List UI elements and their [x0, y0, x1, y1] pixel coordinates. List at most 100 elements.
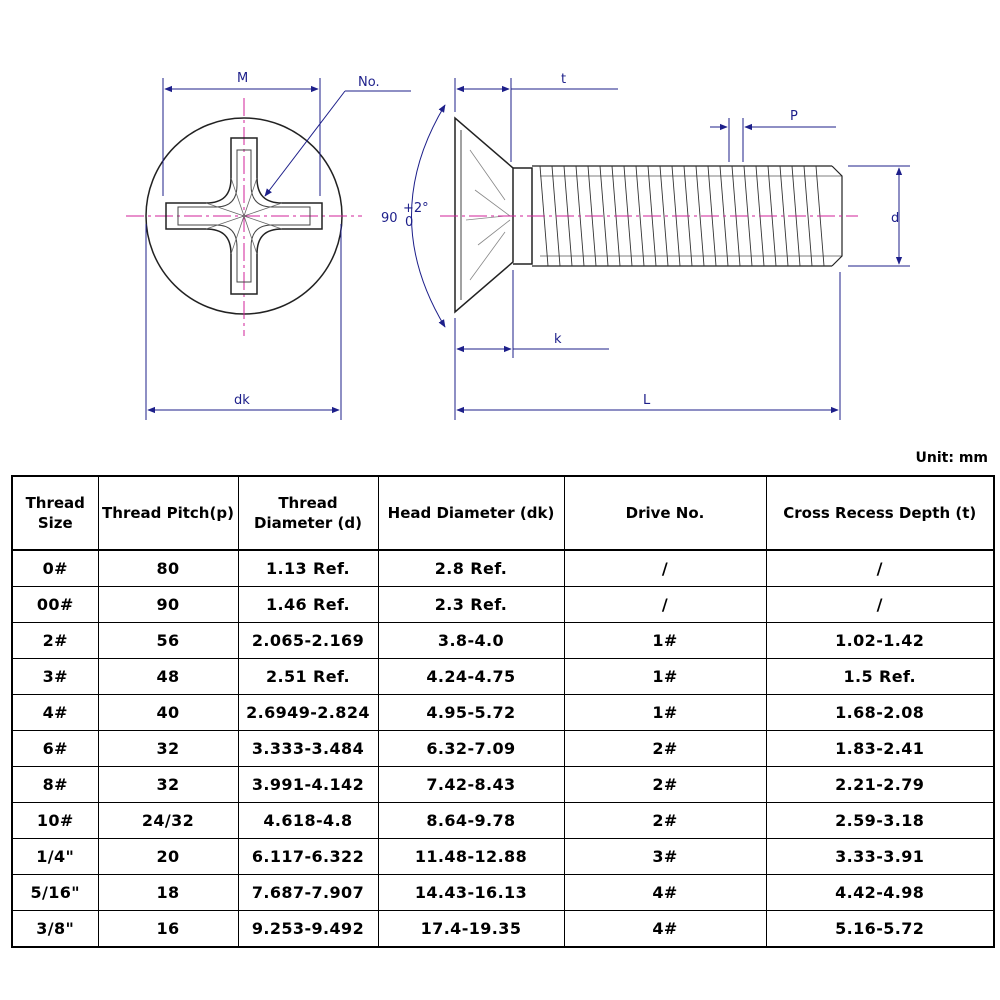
drive-no-leader: No.: [264, 75, 411, 197]
header-line: Size: [37, 514, 73, 532]
screw-spec-table: Thread Size Thread Pitch(p) Thread Diame…: [11, 475, 995, 948]
cell-recess-depth: 1.5 Ref.: [765, 658, 995, 695]
cell-thread-pitch: 20: [97, 838, 239, 875]
label-d: d: [891, 211, 899, 226]
cell-thread-size: 4#: [11, 694, 99, 731]
cell-head-diameter: 14.43-16.13: [377, 874, 565, 911]
cell-recess-depth: 4.42-4.98: [765, 874, 995, 911]
header-line: Thread Pitch(p): [102, 504, 234, 522]
cell-thread-size: 5/16": [11, 874, 99, 911]
cell-drive-no: 4#: [563, 910, 767, 948]
header-thread-diameter: Thread Diameter (d): [237, 475, 379, 551]
cell-thread-size: 3#: [11, 658, 99, 695]
cell-drive-no: 1#: [563, 694, 767, 731]
label-angle-lower: 0: [405, 215, 413, 230]
cell-recess-depth: /: [765, 586, 995, 623]
cell-recess-depth: 1.02-1.42: [765, 622, 995, 659]
header-drive-no: Drive No.: [563, 475, 767, 551]
cell-thread-diameter: 2.51 Ref.: [237, 658, 379, 695]
header-thread-size: Thread Size: [11, 475, 99, 551]
l-dimension: L: [456, 272, 841, 420]
cell-head-diameter: 2.8 Ref.: [377, 549, 565, 587]
d-dimension: d: [848, 165, 910, 267]
label-no: No.: [358, 75, 380, 90]
label-m: M: [237, 71, 248, 86]
cell-head-diameter: 2.3 Ref.: [377, 586, 565, 623]
cell-thread-pitch: 32: [97, 730, 239, 767]
unit-label: Unit: mm: [915, 450, 988, 466]
cell-thread-pitch: 48: [97, 658, 239, 695]
angle-dimension: 90 +2° 0: [381, 104, 446, 328]
cell-recess-depth: 2.59-3.18: [765, 802, 995, 839]
cell-drive-no: 3#: [563, 838, 767, 875]
cell-thread-diameter: 1.13 Ref.: [237, 549, 379, 587]
cell-drive-no: 2#: [563, 766, 767, 803]
cell-recess-depth: 5.16-5.72: [765, 910, 995, 948]
cell-thread-diameter: 2.065-2.169: [237, 622, 379, 659]
cell-thread-size: 0#: [11, 549, 99, 587]
t-dimension: t: [454, 72, 618, 162]
cell-thread-pitch: 90: [97, 586, 239, 623]
cell-head-diameter: 17.4-19.35: [377, 910, 565, 948]
header-recess-depth: Cross Recess Depth (t): [765, 475, 995, 551]
cell-recess-depth: 1.83-2.41: [765, 730, 995, 767]
m-dimension: M: [162, 71, 321, 196]
dk-dimension: dk: [145, 224, 342, 420]
cell-thread-size: 2#: [11, 622, 99, 659]
label-k: k: [554, 332, 562, 347]
screw-side-view: [440, 116, 858, 314]
cell-drive-no: 4#: [563, 874, 767, 911]
cell-head-diameter: 3.8-4.0: [377, 622, 565, 659]
cell-drive-no: 2#: [563, 730, 767, 767]
header-line: Thread: [25, 494, 85, 512]
cell-head-diameter: 8.64-9.78: [377, 802, 565, 839]
label-p: P: [790, 109, 798, 124]
cell-thread-size: 10#: [11, 802, 99, 839]
cell-drive-no: /: [563, 549, 767, 587]
cell-recess-depth: /: [765, 549, 995, 587]
label-dk: dk: [234, 393, 250, 408]
label-t: t: [561, 72, 566, 87]
cell-drive-no: 1#: [563, 622, 767, 659]
cell-thread-size: 8#: [11, 766, 99, 803]
cell-drive-no: 2#: [563, 802, 767, 839]
header-line: Cross Recess Depth (t): [783, 504, 977, 522]
cell-thread-size: 3/8": [11, 910, 99, 948]
cell-head-diameter: 7.42-8.43: [377, 766, 565, 803]
cell-drive-no: 1#: [563, 658, 767, 695]
label-l: L: [643, 393, 651, 408]
cell-head-diameter: 11.48-12.88: [377, 838, 565, 875]
header-line: Head Diameter (dk): [387, 504, 555, 522]
cell-head-diameter: 4.95-5.72: [377, 694, 565, 731]
cell-thread-pitch: 16: [97, 910, 239, 948]
cell-thread-pitch: 18: [97, 874, 239, 911]
table-header-row: Thread Size Thread Pitch(p) Thread Diame…: [11, 475, 995, 551]
header-head-diameter: Head Diameter (dk): [377, 475, 565, 551]
k-dimension: k: [454, 270, 609, 420]
cell-thread-diameter: 1.46 Ref.: [237, 586, 379, 623]
label-angle: 90: [381, 211, 398, 226]
label-angle-upper: +2°: [403, 201, 429, 216]
cell-recess-depth: 2.21-2.79: [765, 766, 995, 803]
cell-drive-no: /: [563, 586, 767, 623]
cell-thread-diameter: 3.333-3.484: [237, 730, 379, 767]
cell-thread-size: 6#: [11, 730, 99, 767]
cell-recess-depth: 3.33-3.91: [765, 838, 995, 875]
cell-thread-pitch: 80: [97, 549, 239, 587]
cell-thread-pitch: 56: [97, 622, 239, 659]
cell-thread-diameter: 6.117-6.322: [237, 838, 379, 875]
cell-thread-size: 1/4": [11, 838, 99, 875]
head-front-view: [126, 98, 362, 336]
